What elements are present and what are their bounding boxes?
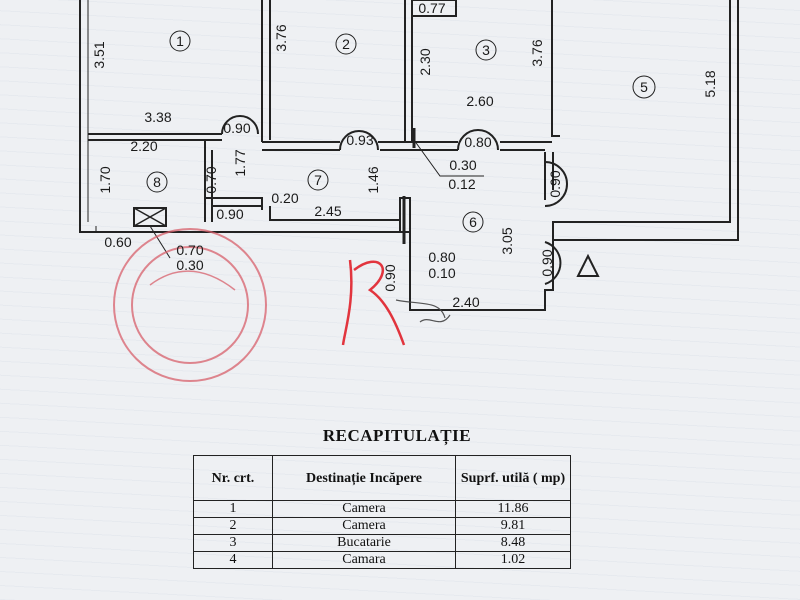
dim-label: 1.70 xyxy=(97,166,113,193)
wall-hall xyxy=(269,197,554,311)
dim-label: 0.70 xyxy=(176,242,203,258)
room-number-5: 5 xyxy=(640,79,648,95)
dim-label: 2.20 xyxy=(130,138,157,154)
wall-left xyxy=(79,0,410,233)
wall-row-bottom-4 xyxy=(500,141,552,151)
dim-label: 2.60 xyxy=(466,93,493,109)
wall-row-bottom-3 xyxy=(378,141,458,151)
row-nr: 2 xyxy=(193,517,273,535)
row-nr: 3 xyxy=(193,534,273,552)
dim-label: 3.51 xyxy=(91,41,107,68)
room-number-1: 1 xyxy=(176,33,184,49)
wall-bath-right xyxy=(204,140,263,222)
table-row: 3 Bucatarie 8.48 xyxy=(193,534,571,552)
row-surface: 11.86 xyxy=(455,500,571,518)
door-arc-4 xyxy=(544,161,568,207)
dim-label: 0.10 xyxy=(428,265,455,281)
dim-label: 0.60 xyxy=(104,234,131,250)
dim-label: 1.77 xyxy=(232,149,248,176)
row-destination: Camara xyxy=(272,551,456,569)
wall-2-3 xyxy=(404,0,413,142)
row-destination: Camera xyxy=(272,500,456,518)
header-destination: Destinație Incăpere xyxy=(272,455,456,501)
dim-label: 0.90 xyxy=(547,170,563,197)
dim-label: 5.18 xyxy=(702,70,718,97)
room-number-3: 3 xyxy=(482,42,490,58)
door-arc-1 xyxy=(221,115,259,135)
wall-row-bottom-2 xyxy=(262,141,340,151)
wall-hall-right xyxy=(544,152,554,200)
dim-label: 0.12 xyxy=(448,176,475,192)
header-nr: Nr. crt. xyxy=(193,455,273,501)
header-surface: Suprf. utilă ( mp) xyxy=(455,455,571,501)
recap-title: RECAPITULAȚIE xyxy=(322,426,472,445)
wall-row-bottom-1 xyxy=(88,133,222,141)
dim-label: 0.90 xyxy=(382,264,398,291)
dim-label: 2.45 xyxy=(314,203,341,219)
dim-label: 2.30 xyxy=(417,48,433,75)
row-destination: Camera xyxy=(272,517,456,535)
dim-label: 0.20 xyxy=(271,190,298,206)
row-surface: 1.02 xyxy=(455,551,571,569)
dim-label: 0.30 xyxy=(176,257,203,273)
dim-label: 0.70 xyxy=(203,166,219,193)
dim-label: 3.76 xyxy=(273,24,289,51)
dim-label: 1.46 xyxy=(365,166,381,193)
dim-label: 0.30 xyxy=(449,157,476,173)
dim-label: 0.90 xyxy=(216,206,243,222)
room-number-2: 2 xyxy=(342,36,350,52)
closet-077 xyxy=(411,0,457,17)
entrance-triangle xyxy=(576,253,600,277)
dim-label: 3.76 xyxy=(529,39,545,66)
dim-label: 0.90 xyxy=(539,249,555,276)
wall-room5-top xyxy=(551,0,560,137)
dim-label: 0.80 xyxy=(428,249,455,265)
row-nr: 4 xyxy=(193,551,273,569)
door-arc-2 xyxy=(339,130,379,151)
row-surface: 8.48 xyxy=(455,534,571,552)
room-number-8: 8 xyxy=(153,174,161,190)
row-surface: 9.81 xyxy=(455,517,571,535)
dim-label: 0.80 xyxy=(464,134,491,150)
table-row: 1 Camera 11.86 xyxy=(193,500,571,518)
door-arc-5 xyxy=(544,241,562,285)
wall-right xyxy=(552,0,739,241)
recap-table: Nr. crt. Destinație Incăpere Suprf. util… xyxy=(193,455,571,569)
dim-label: 3.05 xyxy=(499,227,515,254)
wall-1-2 xyxy=(261,0,271,142)
row-nr: 1 xyxy=(193,500,273,518)
stamp xyxy=(113,228,267,382)
door-arc-3 xyxy=(457,129,499,151)
dim-label: 3.38 xyxy=(144,109,171,125)
room-number-7: 7 xyxy=(314,172,322,188)
row-destination: Bucatarie xyxy=(272,534,456,552)
dim-label: 0.93 xyxy=(346,132,373,148)
signature xyxy=(341,259,451,346)
room-numbers xyxy=(146,30,656,233)
dim-label: 0.90 xyxy=(223,120,250,136)
table-row: 2 Camera 9.81 xyxy=(193,517,571,535)
table-header-row: Nr. crt. Destinație Incăpere Suprf. util… xyxy=(193,455,571,501)
table-row: 4 Camara 1.02 xyxy=(193,551,571,569)
dim-label: 2.40 xyxy=(452,294,479,310)
room-number-6: 6 xyxy=(469,214,477,230)
dim-label: 0.77 xyxy=(418,0,445,16)
